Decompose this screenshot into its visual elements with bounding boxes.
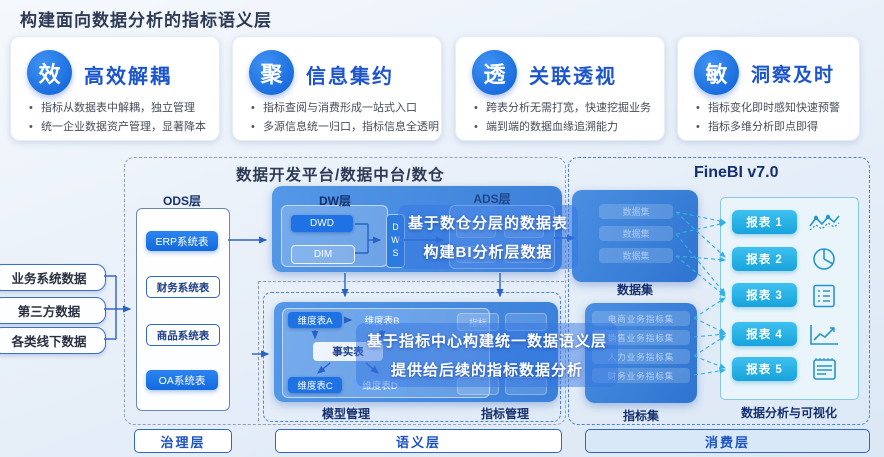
metric-mgmt-label: 指标管理: [480, 407, 529, 421]
finebi-title: FineBI v7.0: [694, 164, 779, 181]
dw-inner-box: [281, 205, 388, 267]
feature-card-insight: 敏 洞察及时 指标变化即时感知快速预警 指标多维分析即点即得: [677, 36, 860, 141]
ods-table-oa: OA系统表: [146, 370, 218, 390]
source-offline-data: 各类线下数据: [0, 327, 106, 354]
card-bullet: 指标查阅与消费形成一站式入口: [249, 99, 435, 118]
datasets-label: 数据集: [616, 283, 653, 297]
report-5: 报表 5: [732, 357, 797, 381]
dim-node: DIM: [291, 245, 355, 264]
report-4: 报表 4: [732, 322, 797, 346]
callout-line: 基于数仓分层的数据表: [407, 215, 568, 232]
ods-table-goods: 商品系统表: [146, 324, 220, 346]
callout-line: 构建BI分析层数据: [423, 244, 553, 261]
card-title: 关联透视: [529, 66, 617, 88]
dwd-node: DWD: [291, 215, 353, 232]
feature-card-transparency: 透 关联透视 跨表分析无需打宽，快速挖掘业务 端到端的数据血缘追溯能力: [455, 36, 665, 141]
ods-table-erp: ERP系统表: [146, 231, 218, 251]
checklist-icon: [806, 283, 842, 309]
callout-line: 提供给后续的指标数据分析: [390, 362, 583, 379]
card-bullet: 指标变化即时感知快速预警: [694, 99, 853, 118]
feature-card-aggregation: 聚 信息集约 指标查阅与消费形成一站式入口 多源信息统一归口，指标信息全透明: [232, 36, 442, 141]
card-bullet: 指标多维分析即点即得: [694, 118, 853, 137]
platform-title: 数据开发平台/数据中台/数仓: [236, 167, 445, 184]
metric-set-node: 销售业务指标集: [592, 330, 690, 345]
card-bullet: 端到端的数据血缘追溯能力: [472, 118, 658, 137]
ads-layer-label: ADS层: [473, 192, 511, 206]
fact-table: 事实表: [313, 342, 383, 361]
metric-node: 指标: [457, 313, 499, 331]
dim-table-d: 维度表D: [353, 377, 407, 393]
trend-chart-icon: [806, 322, 842, 348]
dw-layer-label: DW层: [319, 194, 351, 208]
source-business-systems: 业务系统数据: [0, 264, 106, 291]
card-bullet: 指标从数据表中解耦，独立管理: [27, 99, 213, 118]
metric-set-node: 电商业务指标集: [592, 311, 690, 326]
callout-warehouse-layers: 基于数仓分层的数据表 构建BI分析层数据: [398, 205, 578, 269]
reports-label: 数据分析与可视化: [740, 406, 837, 420]
report-1: 报表 1: [732, 210, 797, 234]
card-bullet: 统一企业数据资产管理，显著降本: [27, 118, 213, 137]
layer-consumption: 消费层: [585, 429, 870, 453]
layer-governance: 治理层: [134, 429, 232, 453]
model-mgmt-label: 模型管理: [321, 407, 370, 421]
callout-line: 基于指标中心构建统一数据语义层: [366, 333, 607, 350]
card-title: 信息集约: [306, 66, 394, 88]
report-2: 报表 2: [732, 247, 797, 271]
metric-set-node: 人力业务指标集: [592, 349, 690, 364]
dim-table-c: 维度表C: [288, 377, 342, 393]
line-chart-icon: [806, 210, 842, 236]
callout-metric-center: 基于指标中心构建统一数据语义层 提供给后续的指标数据分析: [356, 323, 618, 387]
card-title: 洞察及时: [751, 65, 836, 86]
badge-icon: 效: [27, 50, 72, 95]
metric-sets-label: 指标集: [622, 409, 659, 423]
dim-table-a: 维度表A: [288, 312, 342, 328]
badge-icon: 敏: [694, 50, 739, 95]
metric-node: [457, 377, 499, 395]
dataset-node: 数据集: [599, 226, 673, 241]
report-3: 报表 3: [732, 283, 797, 307]
metric-sets-container: [585, 303, 697, 403]
pie-chart-icon: [806, 246, 842, 272]
card-bullet: 多源信息统一归口，指标信息全透明: [249, 118, 439, 137]
ods-table-finance: 财务系统表: [146, 276, 220, 298]
dim-table-b: 维度表B: [355, 312, 409, 328]
dataset-node: 数据集: [599, 204, 673, 219]
card-bullet: 跨表分析无需打宽，快速挖掘业务: [472, 99, 658, 118]
feature-card-efficiency: 效 高效解耦 指标从数据表中解耦，独立管理 统一企业数据资产管理，显著降本: [10, 36, 220, 141]
notepad-icon: [806, 356, 842, 382]
source-third-party: 第三方数据: [0, 297, 106, 324]
card-title: 高效解耦: [84, 66, 172, 88]
dataset-node: 数据集: [599, 248, 673, 263]
badge-icon: 透: [472, 50, 517, 95]
page-title: 构建面向数据分析的指标语义层: [20, 11, 272, 30]
metric-set-node: 财务业务指标集: [592, 368, 690, 383]
ods-layer-label: ODS层: [162, 194, 201, 208]
layer-semantic: 语义层: [275, 429, 562, 453]
badge-icon: 聚: [249, 50, 294, 95]
metric-node: [505, 377, 547, 395]
metric-node: [505, 313, 547, 331]
